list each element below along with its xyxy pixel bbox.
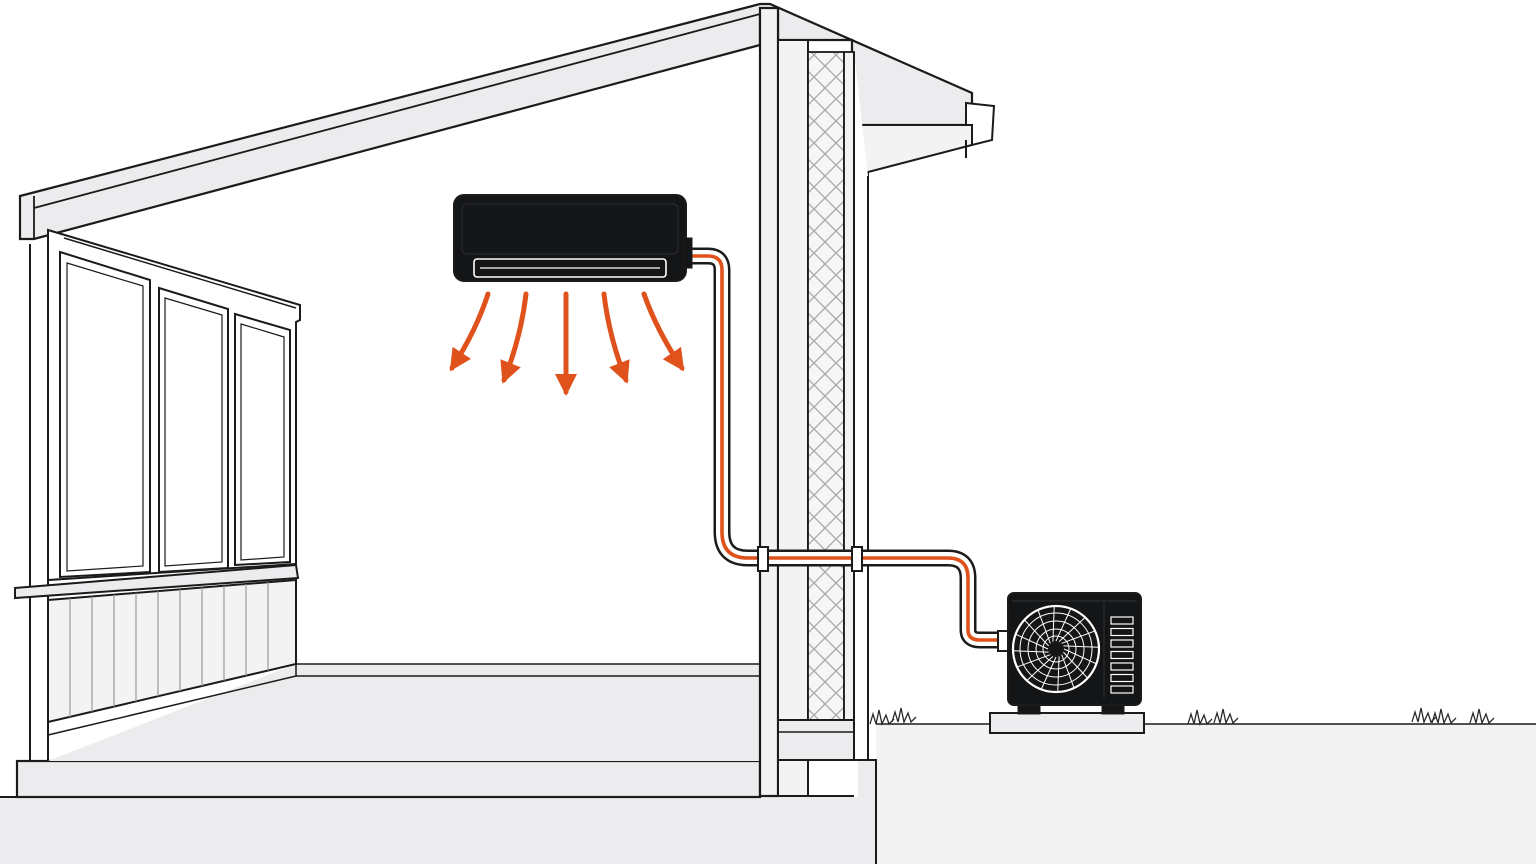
insulated-exterior-wall [777, 39, 869, 797]
grass-tuft [1187, 709, 1213, 727]
fan-grille-ring [1035, 628, 1077, 670]
fan-grille-ring [1019, 612, 1093, 686]
louver-slot [1110, 650, 1134, 660]
louver-slot [1110, 627, 1134, 637]
fan-grille-spoke [1052, 606, 1055, 642]
louver-slot [1110, 639, 1134, 648]
grass-tufts [869, 707, 1495, 727]
grass-tuft [1411, 707, 1437, 725]
knee-wall [14, 563, 300, 736]
louver-slot [1110, 673, 1134, 683]
fan-grille-spoke [1024, 620, 1049, 647]
airflow-arrow-head [449, 346, 471, 372]
airflow-arrow-head [609, 359, 630, 384]
airflow-arrow-head [555, 374, 577, 396]
fan-grille-spoke [1041, 656, 1057, 689]
louver-slot [1110, 616, 1134, 625]
refrigerant-line-set [684, 247, 1009, 652]
fan-icon [1011, 604, 1101, 694]
condenser-louvers [1012, 600, 1137, 698]
airflow-arrow-head [662, 346, 685, 372]
fan-grille-spoke [1037, 610, 1051, 644]
fan-grille-spoke [1027, 656, 1054, 681]
fan-grille-spoke [1016, 634, 1049, 650]
grass-tuft [891, 707, 917, 725]
outdoor-condenser [989, 592, 1145, 734]
grass-tuft [869, 709, 895, 727]
interior-wall [758, 6, 780, 798]
fan-grille-spoke [1061, 630, 1095, 644]
fan-grille-spoke [1063, 645, 1099, 648]
grass-tuft [1469, 708, 1495, 726]
fan-grille-ring [1042, 635, 1070, 663]
floor-slab [15, 663, 762, 799]
grass-tuft [1431, 708, 1457, 726]
fan-grille-spoke [1055, 609, 1071, 642]
fan-grille-spoke [1063, 648, 1096, 664]
airflow-arrows [449, 291, 685, 396]
ground [0, 723, 1536, 864]
fan-grille-spoke [1057, 656, 1060, 692]
grass-tuft [1213, 708, 1239, 726]
fan-grille-spoke [1013, 650, 1049, 653]
louver-slot [1110, 662, 1134, 671]
fan-grille-spoke [1063, 651, 1088, 678]
louver-slot [1110, 685, 1134, 694]
fan-grille-spoke [1061, 654, 1075, 688]
wall-mounted-indoor-unit [453, 194, 693, 282]
fan-grille-spoke [1017, 654, 1051, 668]
sunroom-windows [29, 228, 301, 760]
sloped-roof [18, 2, 996, 241]
airflow-arrow-head [500, 359, 521, 384]
fan-grille-spoke [1058, 617, 1085, 642]
fan-grille-ring [1027, 620, 1085, 678]
condenser-panel-seam [1012, 600, 1137, 698]
